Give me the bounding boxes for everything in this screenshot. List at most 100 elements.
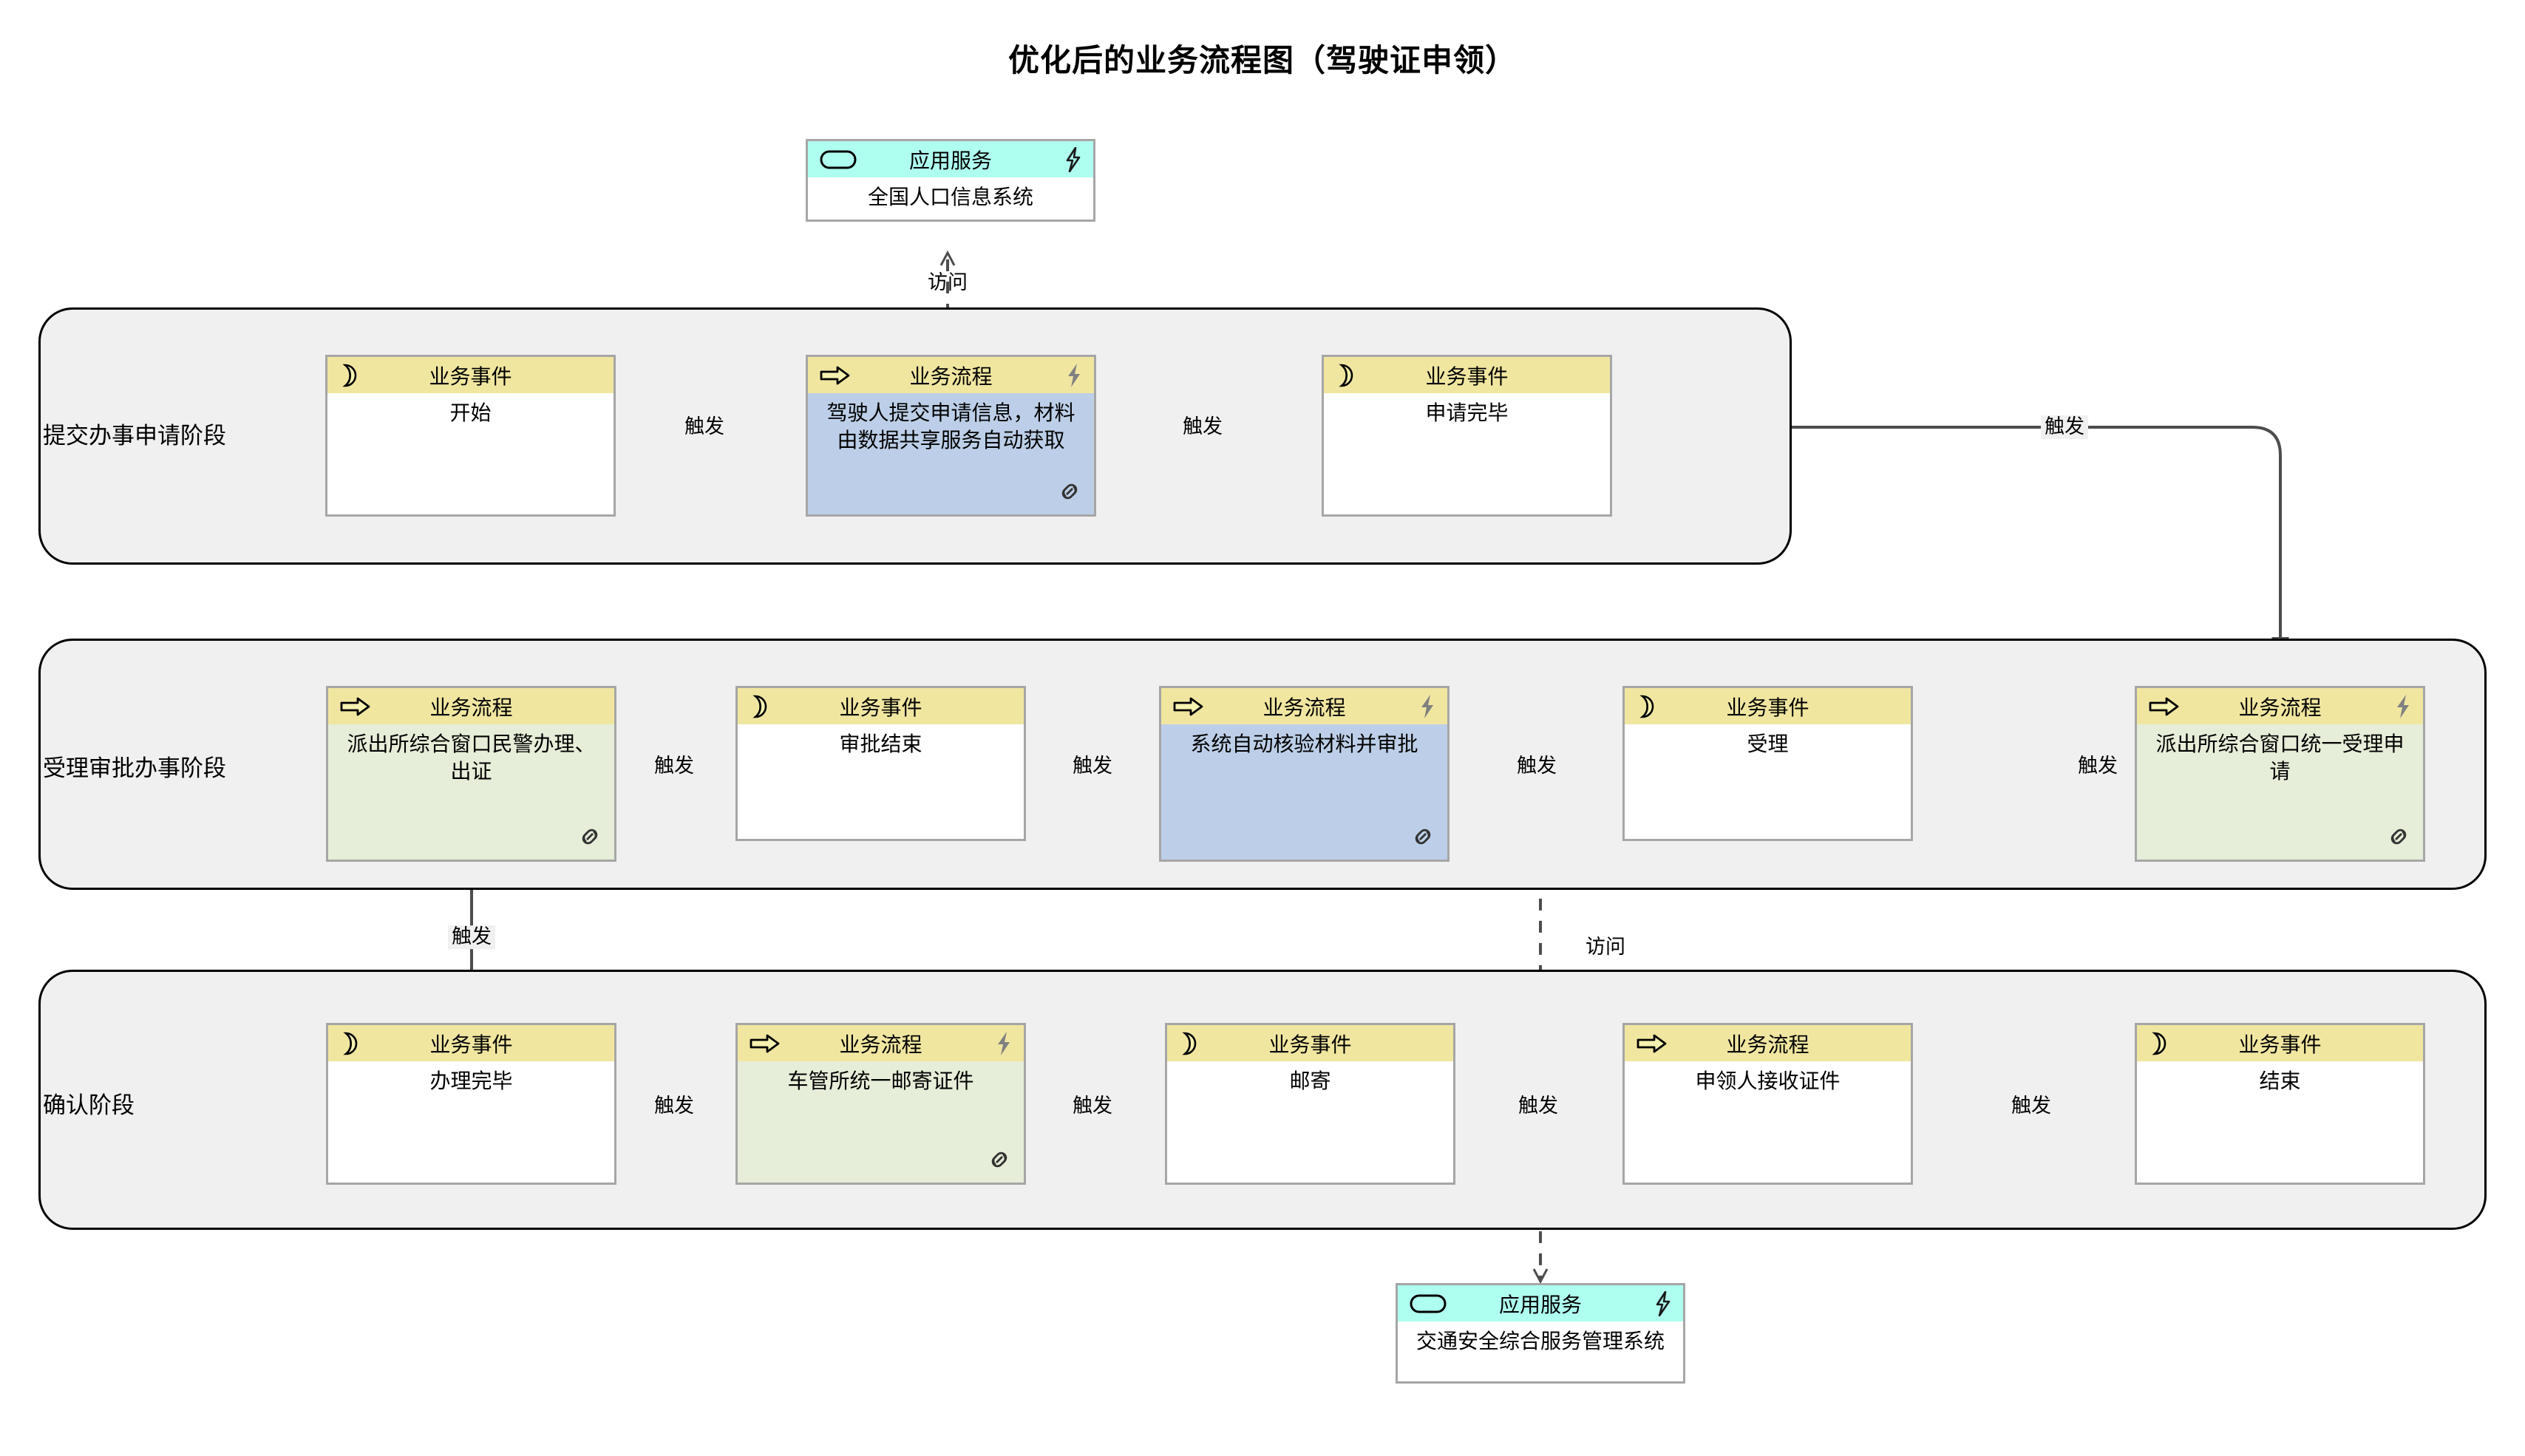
node-type-label: 业务事件 — [429, 1032, 513, 1057]
lightning-bolt-icon — [1418, 694, 1437, 719]
node-header: 业务流程 — [328, 688, 614, 724]
lightning-bolt-icon — [1064, 363, 1084, 388]
node-name: 全国人口信息系统 — [867, 185, 1033, 209]
edge-label-trigger-8: 触发 — [448, 925, 495, 949]
node-type-label: 业务事件 — [1425, 364, 1509, 389]
node-body: 驾驶人提交申请信息，材料由数据共享服务自动获取 — [808, 393, 1094, 514]
node-name: 车管所统一邮寄证件 — [787, 1069, 974, 1093]
node-type-label: 业务事件 — [1268, 1032, 1352, 1057]
node-header: 业务事件 — [1324, 357, 1610, 393]
phase-label-submit: 提交办事申请阶段 — [43, 423, 226, 449]
link-chain-icon — [1057, 479, 1082, 504]
node-approve-done[interactable]: 业务事件 审批结束 — [735, 686, 1026, 841]
node-body: 申领人接收证件 — [1625, 1061, 1911, 1183]
crescent-moon-icon — [340, 1031, 365, 1056]
link-chain-icon — [577, 824, 602, 849]
node-name: 邮寄 — [1289, 1069, 1331, 1093]
node-mail-process[interactable]: 业务流程 车管所统一邮寄证件 — [735, 1023, 1026, 1185]
node-body: 申请完毕 — [1324, 393, 1610, 514]
node-apply-done[interactable]: 业务事件 申请完毕 — [1322, 355, 1612, 517]
node-body: 派出所综合窗口统一受理申请 — [2137, 724, 2423, 860]
edge-label-trigger-2: 触发 — [1179, 415, 1226, 439]
phase-label-confirm: 确认阶段 — [43, 1092, 135, 1119]
node-name: 审批结束 — [839, 732, 922, 756]
link-chain-icon — [987, 1147, 1012, 1172]
node-header: 业务流程 — [808, 357, 1094, 393]
node-body: 办理完毕 — [328, 1061, 614, 1183]
right-arrow-icon — [750, 1033, 781, 1054]
rounded-rectangle-icon — [820, 150, 857, 169]
phase-label-approve: 受理审批办事阶段 — [43, 755, 226, 782]
node-accept-event[interactable]: 业务事件 受理 — [1622, 686, 1913, 841]
node-type-label: 业务流程 — [2238, 695, 2322, 720]
edge-label-trigger-6: 触发 — [1069, 755, 1116, 778]
node-header: 业务事件 — [738, 688, 1024, 724]
edge-label-trigger-9: 触发 — [650, 1095, 698, 1118]
app-service-traffic[interactable]: 应用服务 交通安全综合服务管理系统 — [1396, 1283, 1685, 1384]
node-header: 业务事件 — [1625, 688, 1911, 724]
node-name: 派出所综合窗口民警办理、出证 — [347, 732, 596, 783]
node-body: 派出所综合窗口民警办理、出证 — [328, 724, 614, 860]
node-name: 办理完毕 — [429, 1069, 513, 1093]
edge-label-trigger-1: 触发 — [681, 415, 728, 439]
node-type-label: 业务流程 — [909, 364, 993, 389]
link-chain-icon — [1410, 824, 1435, 849]
link-chain-icon — [2386, 824, 2411, 849]
crescent-moon-icon — [1179, 1031, 1204, 1056]
node-name: 受理 — [1747, 732, 1789, 756]
node-mail-event[interactable]: 业务事件 邮寄 — [1165, 1023, 1455, 1185]
lightning-bolt-icon — [2393, 694, 2413, 719]
node-station-accept[interactable]: 业务流程 派出所综合窗口统一受理申请 — [2135, 686, 2425, 862]
edge-label-access-1: 访问 — [928, 271, 968, 295]
right-arrow-icon — [1637, 1033, 1668, 1054]
right-arrow-icon — [1173, 696, 1204, 717]
node-type-label: 业务事件 — [2238, 1032, 2322, 1057]
node-type-label: 业务事件 — [1726, 695, 1809, 720]
node-body: 系统自动核验材料并审批 — [1161, 724, 1447, 860]
node-type-label: 应用服务 — [1498, 1292, 1582, 1317]
node-handle-done[interactable]: 业务事件 办理完毕 — [326, 1023, 616, 1185]
node-submit-info[interactable]: 业务流程 驾驶人提交申请信息，材料由数据共享服务自动获取 — [806, 355, 1096, 517]
node-auto-verify[interactable]: 业务流程 系统自动核验材料并审批 — [1159, 686, 1450, 862]
node-end[interactable]: 业务事件 结束 — [2135, 1023, 2425, 1185]
node-body: 受理 — [1625, 724, 1911, 839]
edge-label-trigger-10: 触发 — [1069, 1095, 1116, 1118]
node-name: 结束 — [2259, 1069, 2301, 1093]
right-arrow-icon — [340, 696, 371, 717]
node-header: 应用服务 — [808, 141, 1093, 177]
node-receive-process[interactable]: 业务流程 申领人接收证件 — [1622, 1023, 1913, 1185]
node-body: 结束 — [2137, 1061, 2423, 1183]
node-type-label: 业务事件 — [839, 695, 922, 720]
node-type-label: 业务事件 — [429, 364, 512, 389]
lightning-bolt-icon — [994, 1031, 1013, 1056]
node-start[interactable]: 业务事件 开始 — [325, 355, 616, 517]
node-name: 驾驶人提交申请信息，材料由数据共享服务自动获取 — [826, 401, 1075, 452]
crescent-moon-icon — [1637, 694, 1662, 719]
edge-label-access-2: 访问 — [1586, 936, 1625, 959]
edge-label-trigger-5: 触发 — [1513, 755, 1560, 778]
node-body: 开始 — [327, 393, 614, 514]
app-service-population[interactable]: 应用服务 全国人口信息系统 — [806, 139, 1095, 222]
crescent-moon-icon — [2149, 1031, 2174, 1056]
edge-label-trigger-11: 触发 — [1515, 1095, 1562, 1118]
edge-label-trigger-12: 触发 — [2008, 1095, 2055, 1118]
node-name: 系统自动核验材料并审批 — [1190, 732, 1418, 756]
page-title: 优化后的业务流程图（驾驶证申领） — [1007, 42, 1517, 78]
node-header: 业务流程 — [1161, 688, 1447, 724]
rounded-rectangle-icon — [1410, 1294, 1447, 1313]
right-arrow-icon — [820, 365, 851, 386]
node-header: 业务事件 — [1167, 1025, 1453, 1061]
lightning-bolt-icon — [1064, 146, 1083, 172]
node-name: 申请完毕 — [1425, 401, 1509, 425]
crescent-moon-icon — [339, 363, 364, 388]
node-name: 开始 — [449, 401, 492, 425]
node-header: 业务流程 — [2137, 688, 2423, 724]
node-type-label: 业务流程 — [1262, 695, 1346, 720]
node-name: 交通安全综合服务管理系统 — [1416, 1329, 1665, 1353]
node-name: 申领人接收证件 — [1695, 1069, 1841, 1093]
node-police-issue[interactable]: 业务流程 派出所综合窗口民警办理、出证 — [326, 686, 616, 862]
node-header: 业务事件 — [327, 357, 614, 393]
node-header: 业务事件 — [328, 1025, 614, 1061]
edge-label-trigger-4: 触发 — [2074, 755, 2121, 778]
